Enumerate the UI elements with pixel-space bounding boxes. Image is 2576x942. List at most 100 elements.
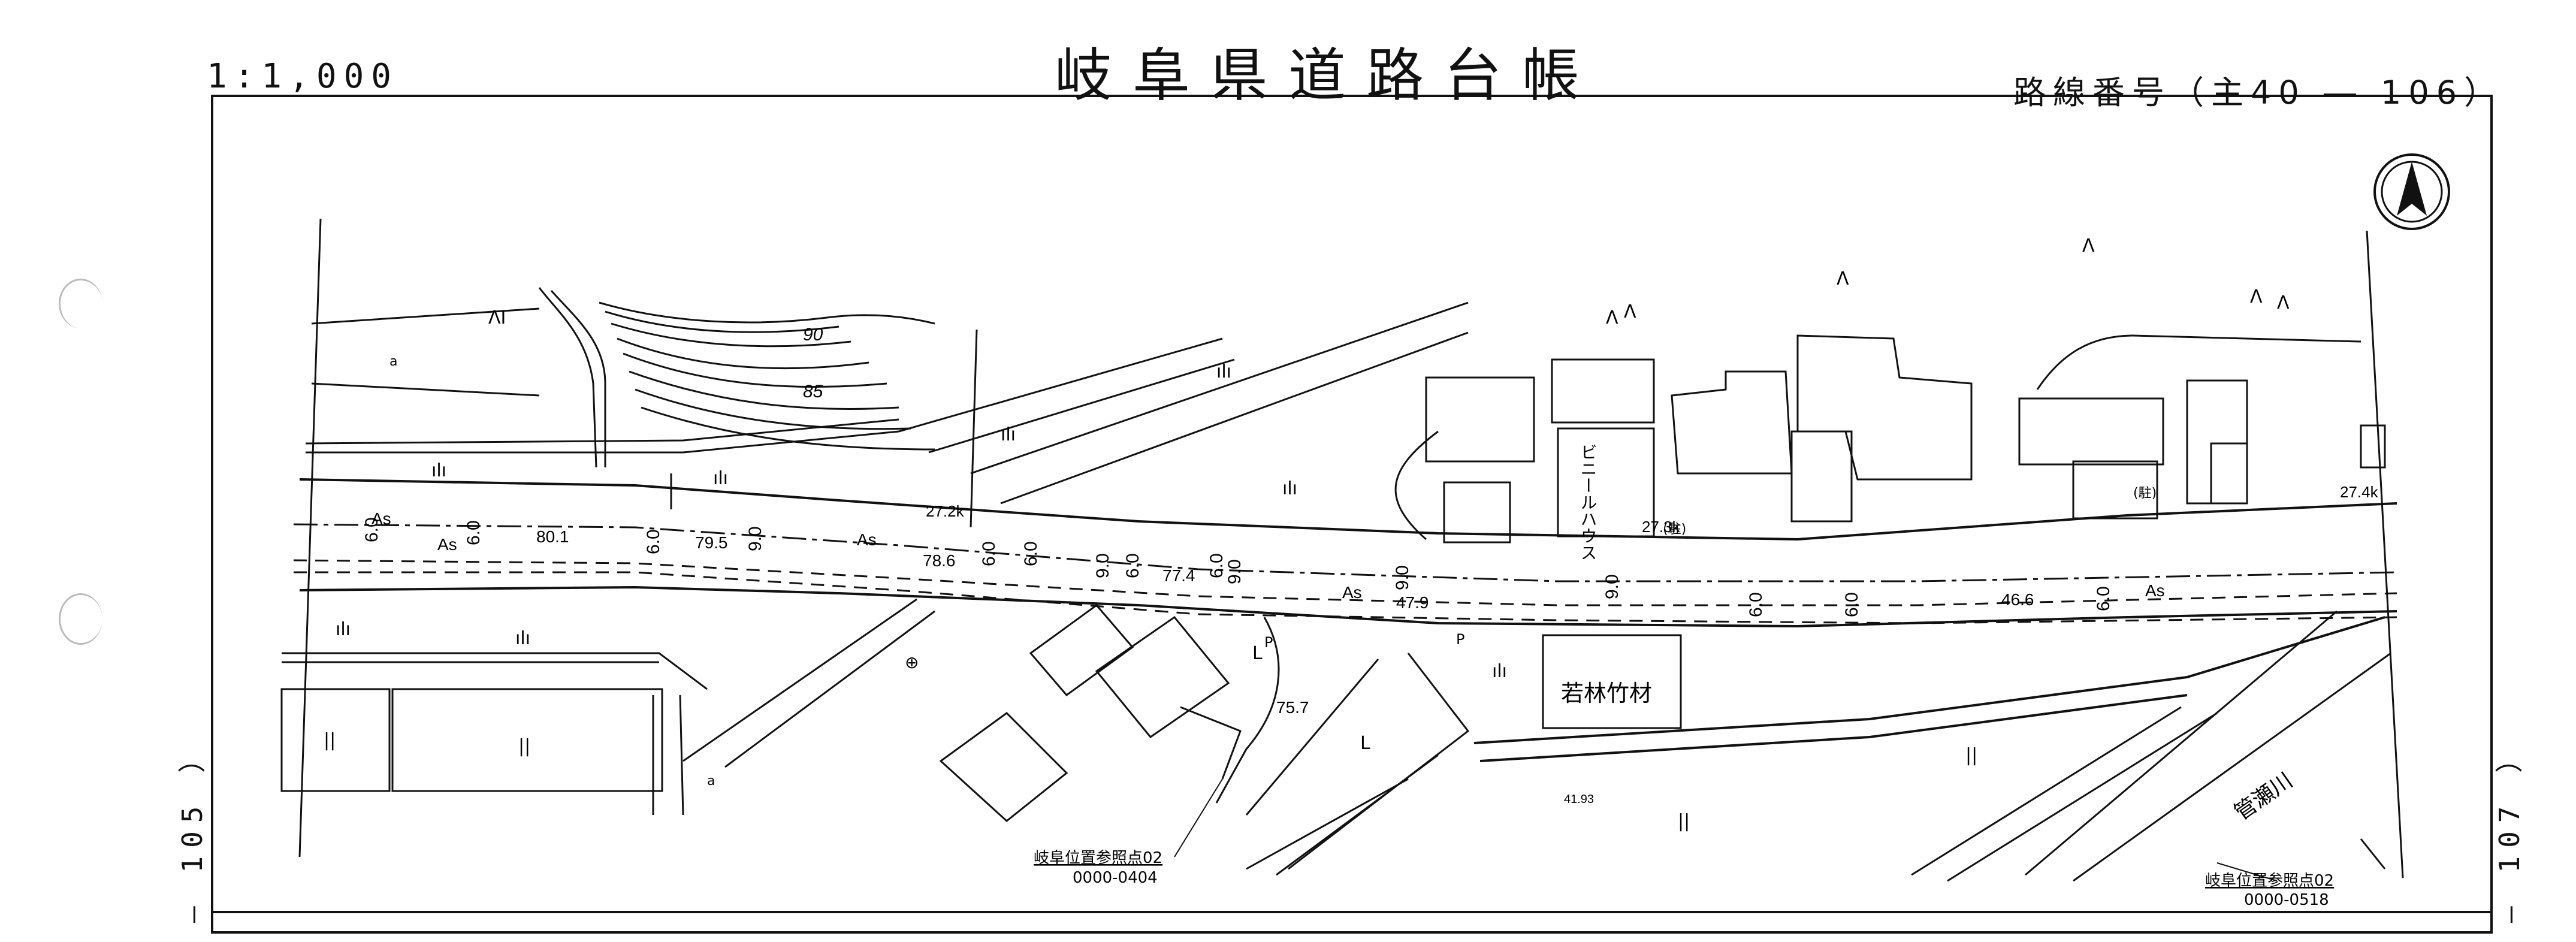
road-width: 9.0: [1093, 553, 1113, 578]
road-width: 6.0: [1021, 541, 1041, 566]
elevation: 47.9: [1396, 593, 1429, 612]
contour-label-90: 90: [803, 325, 823, 345]
elevation: 75.7: [1276, 698, 1309, 717]
page-title: 岐阜県道路台帳: [1055, 42, 1600, 109]
elevation: 78.6: [923, 551, 956, 570]
elevation: 77.4: [1162, 566, 1195, 585]
road-width: 9.0: [1393, 565, 1412, 590]
punch-hole-bottom: [59, 593, 102, 645]
hill-edge-ne: [2036, 334, 2361, 390]
building-n2: [1443, 481, 1511, 544]
landuse-mark: ılı: [1282, 478, 1297, 499]
landuse-mark: L: [1252, 643, 1263, 664]
building-n5: [1796, 334, 1973, 481]
contour-85: [623, 352, 887, 388]
field-2: [391, 688, 663, 792]
landuse-mark: ılı: [1492, 661, 1507, 682]
label-vinylhouse: ビニールハウス: [1578, 443, 1598, 561]
landuse-mark: P: [1456, 631, 1464, 648]
refpoint-code-1: 0000-0404: [1073, 869, 1158, 887]
scale-label: 1:1,000: [207, 57, 399, 96]
pavement-as: As: [1342, 583, 1362, 602]
elevation: 80.1: [536, 527, 569, 546]
north-arrow-icon: [2373, 153, 2450, 230]
river-kanse-bank: [1911, 706, 2182, 876]
refpoint-code-2: 0000-0518: [2244, 891, 2329, 909]
canal-south-bank: [1479, 694, 2188, 762]
road-width: 6.0: [464, 520, 484, 545]
road-width: 6.0: [1123, 553, 1143, 578]
road-edge-north: [299, 478, 2397, 541]
kilopost-27-4: 27.4k: [2340, 483, 2379, 501]
pavement-as: As: [372, 509, 391, 528]
contour-label-85: 85: [803, 382, 823, 401]
kilopost-27-3: 27.3k: [1642, 518, 1681, 536]
landuse-mark: P: [1264, 634, 1273, 651]
landuse-mark: Ʌ: [1837, 268, 1849, 289]
building-s1: [1029, 603, 1134, 697]
map-left-edge: [298, 218, 322, 858]
side-road-left: [682, 598, 917, 762]
landuse-mark: ||: [518, 736, 530, 757]
road-width: 9.0: [1225, 559, 1245, 584]
map-frame: [211, 95, 2493, 934]
road-width: 6.0: [362, 517, 382, 542]
refpoint-name-2: 岐阜位置参照点02: [2205, 872, 2334, 890]
map-right-edge: [2366, 230, 2404, 878]
elevation: 46.6: [2001, 590, 2034, 609]
upper-bank: [305, 418, 899, 445]
road-lane-line: [293, 559, 2397, 606]
road-width: 6.0: [1842, 592, 1862, 617]
contour-90: [599, 301, 935, 325]
building-n7: [2186, 379, 2248, 505]
landuse-mark: ɅI: [488, 307, 506, 328]
side-road-curve: [1215, 617, 1280, 804]
punch-hole-top: [59, 279, 102, 328]
pavement-as: As: [437, 535, 457, 554]
road-width: 6.0: [1207, 553, 1227, 578]
kilopost-27-2: 27.2k: [926, 502, 965, 520]
landuse-mark: ılı: [713, 468, 728, 489]
road-width: 6.0: [1746, 592, 1766, 617]
road-width: 6.0: [2094, 586, 2113, 611]
landuse-mark: ılı: [336, 619, 351, 640]
pavement-as: As: [857, 530, 877, 549]
label-wakabayashi: 若林竹材: [1561, 680, 1652, 707]
landuse-mark: ||: [1678, 811, 1690, 832]
landuse-mark: ⊕: [905, 653, 919, 672]
field-1: [280, 688, 391, 792]
refpoint-name-1: 岐阜位置参照点02: [1034, 849, 1162, 867]
building-vinylhouse: [1557, 427, 1655, 538]
building-s2: [1095, 615, 1230, 739]
route-number: 路線番号（主40 ― 106）: [2013, 74, 2504, 111]
landuse-mark: Ʌ: [2082, 236, 2095, 256]
label-parking: (駐): [1663, 522, 1686, 537]
stream-left: [538, 287, 597, 468]
label-kanse-river: 管瀬川: [2230, 768, 2297, 826]
pavement-as: As: [2145, 581, 2165, 600]
side-road-right: [1288, 653, 1470, 870]
building-n4: [1671, 370, 1793, 475]
landuse-mark: ||: [1965, 745, 1977, 766]
landuse-mark: Ʌ: [1606, 307, 1618, 328]
upper-slope-line-2: [970, 301, 1469, 475]
road-lane-line-2: [294, 571, 2397, 624]
label-parking: (駐): [2133, 486, 2157, 501]
elevation: 41.93: [1564, 793, 1594, 806]
landuse-mark: ılı: [431, 460, 446, 481]
landuse-mark: Ʌ: [1624, 301, 1636, 322]
building-wakabayashi: [1542, 634, 1682, 729]
building-s3: [939, 712, 1068, 822]
road-edge-south: [299, 585, 2397, 628]
landuse-mark: ||: [324, 730, 336, 751]
upper-slope-line: [898, 337, 1223, 433]
landuse-mark: Ʌ: [2277, 292, 2290, 313]
road-width: 6.0: [979, 541, 999, 566]
landuse-mark: Ʌ: [2250, 286, 2263, 307]
elevation: 79.5: [695, 533, 728, 552]
building-n1: [1425, 376, 1535, 463]
landuse-mark: a: [389, 354, 397, 369]
road-centerline: [293, 523, 2397, 582]
landuse-mark: ılı: [1216, 361, 1231, 382]
